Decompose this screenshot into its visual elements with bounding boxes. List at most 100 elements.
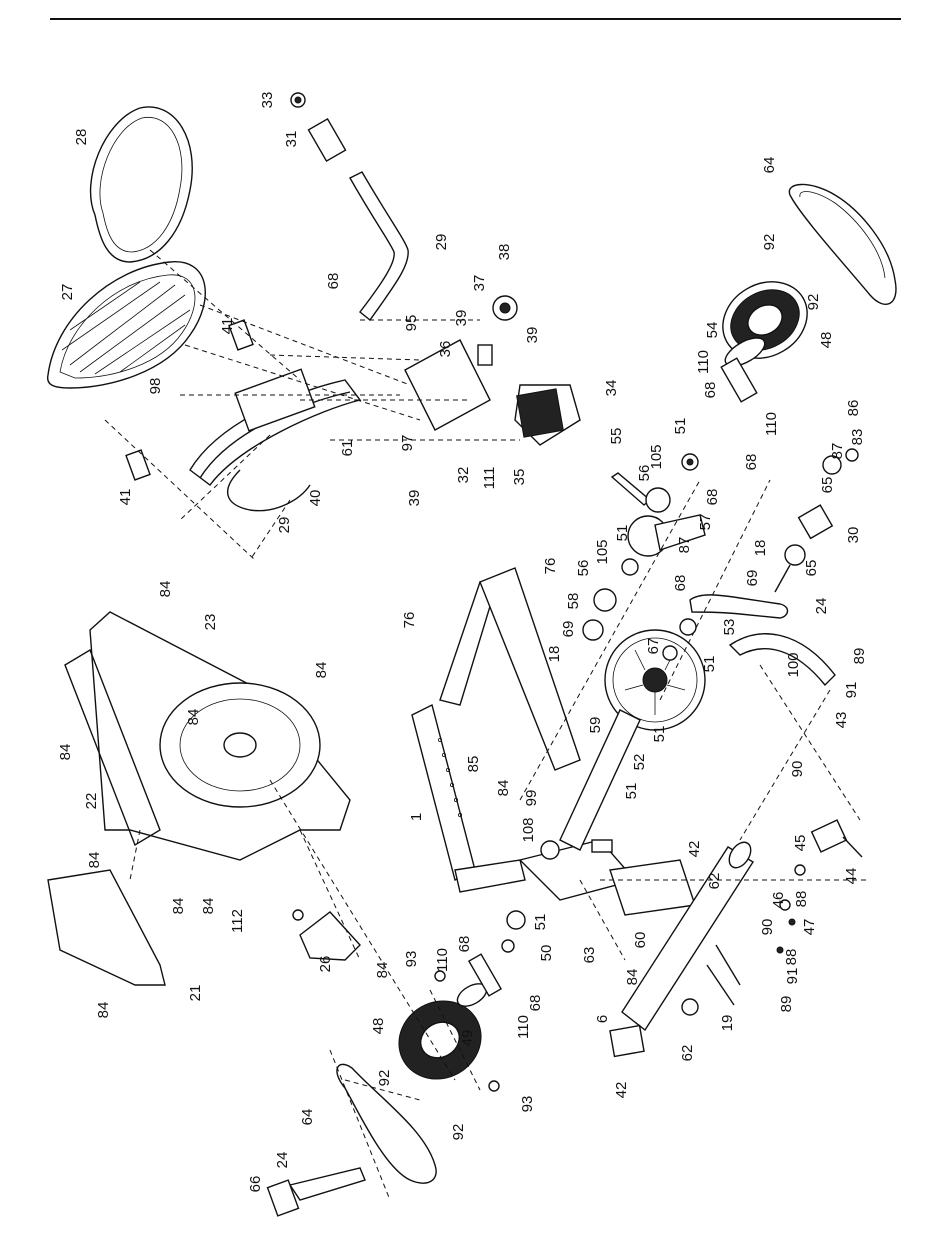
part-label-76: 76 [401, 612, 418, 629]
part-label-44: 44 [843, 868, 860, 885]
part-label-84: 84 [495, 780, 512, 797]
part-label-68: 68 [456, 936, 473, 953]
part-label-92: 92 [450, 1124, 467, 1141]
header-rule [50, 18, 901, 20]
part-label-84: 84 [374, 962, 391, 979]
part-label-57: 57 [697, 514, 714, 531]
part-label-51: 51 [651, 726, 668, 743]
part-label-33: 33 [259, 92, 276, 109]
part-label-84: 84 [624, 969, 641, 986]
part-label-110: 110 [763, 412, 780, 436]
part-label-51: 51 [672, 418, 689, 435]
seat-frame [125, 319, 362, 512]
seat-slider [404, 295, 581, 446]
part-label-38: 38 [496, 244, 513, 261]
right-crank [689, 448, 859, 619]
part-label-63: 63 [581, 947, 598, 964]
part-label-92: 92 [805, 294, 822, 311]
part-label-83: 83 [849, 429, 866, 446]
part-label-112: 112 [229, 909, 246, 933]
part-label-108: 108 [520, 817, 537, 842]
seat-back [46, 261, 206, 389]
part-label-84: 84 [170, 898, 187, 915]
part-label-19: 19 [719, 1015, 736, 1032]
part-label-51: 51 [701, 656, 718, 673]
part-label-26: 26 [317, 956, 334, 973]
part-label-66: 66 [247, 1176, 264, 1193]
part-label-76: 76 [542, 558, 559, 575]
part-label-88: 88 [783, 949, 800, 966]
part-label-58: 58 [565, 593, 582, 610]
main-frame [411, 567, 696, 916]
part-label-29: 29 [433, 234, 450, 251]
part-label-65: 65 [803, 560, 820, 577]
part-label-40: 40 [307, 490, 324, 507]
part-label-97: 97 [399, 435, 416, 452]
part-label-91: 91 [843, 682, 860, 699]
part-label-51: 51 [532, 914, 549, 931]
part-label-87: 87 [829, 443, 846, 460]
part-label-54: 54 [704, 322, 721, 339]
part-label-35: 35 [511, 469, 528, 486]
part-label-69: 69 [560, 621, 577, 638]
part-label-41: 41 [219, 318, 236, 335]
seat-handle [290, 92, 409, 322]
part-label-93: 93 [403, 951, 420, 968]
part-label-87: 87 [676, 537, 693, 554]
alignment-lines-seat [104, 249, 520, 561]
part-label-84: 84 [185, 709, 202, 726]
part-label-1: 1 [408, 813, 425, 821]
part-label-39: 39 [406, 490, 423, 507]
part-label-48: 48 [818, 332, 835, 349]
part-label-111: 111 [481, 467, 498, 490]
part-label-62: 62 [679, 1045, 696, 1062]
part-label-110: 110 [434, 948, 451, 972]
part-label-18: 18 [546, 646, 563, 663]
left-flywheel-assembly [266, 910, 526, 1217]
part-label-93: 93 [519, 1096, 536, 1113]
right-flywheel-assembly [681, 183, 897, 471]
part-label-34: 34 [603, 380, 620, 397]
part-label-52: 52 [631, 754, 648, 771]
part-label-64: 64 [761, 157, 778, 174]
part-label-68: 68 [702, 382, 719, 399]
part-label-68: 68 [527, 995, 544, 1012]
part-label-110: 110 [515, 1015, 532, 1039]
part-label-84: 84 [57, 744, 74, 761]
part-label-56: 56 [636, 465, 653, 482]
part-label-46: 46 [770, 892, 787, 909]
part-label-95: 95 [403, 315, 420, 332]
part-label-31: 31 [283, 131, 300, 148]
part-label-89: 89 [778, 996, 795, 1013]
part-label-18: 18 [752, 540, 769, 557]
part-label-47: 47 [801, 919, 818, 936]
part-label-92: 92 [761, 234, 778, 251]
part-label-110: 110 [695, 350, 712, 374]
part-label-55: 55 [608, 428, 625, 445]
part-label-86: 86 [845, 400, 862, 417]
part-label-21: 21 [187, 985, 204, 1002]
part-label-53: 53 [721, 619, 738, 636]
part-label-84: 84 [157, 581, 174, 598]
part-label-27: 27 [59, 284, 76, 301]
part-label-32: 32 [455, 467, 472, 484]
part-label-37: 37 [471, 275, 488, 292]
part-label-92: 92 [376, 1070, 393, 1087]
part-label-51: 51 [623, 783, 640, 800]
part-label-43: 43 [833, 712, 850, 729]
part-label-62: 62 [706, 873, 723, 890]
left-shroud [47, 611, 361, 986]
part-label-41: 41 [117, 489, 134, 506]
part-label-100: 100 [785, 652, 802, 677]
part-label-36: 36 [437, 341, 454, 358]
part-label-69: 69 [744, 570, 761, 587]
part-label-45: 45 [792, 835, 809, 852]
part-label-91: 91 [784, 968, 801, 985]
part-label-59: 59 [587, 717, 604, 734]
part-label-39: 39 [524, 327, 541, 344]
part-label-85: 85 [465, 756, 482, 773]
part-label-65: 65 [819, 477, 836, 494]
part-label-84: 84 [86, 852, 103, 869]
part-label-105: 105 [648, 444, 665, 469]
resistance-assembly [728, 633, 863, 954]
